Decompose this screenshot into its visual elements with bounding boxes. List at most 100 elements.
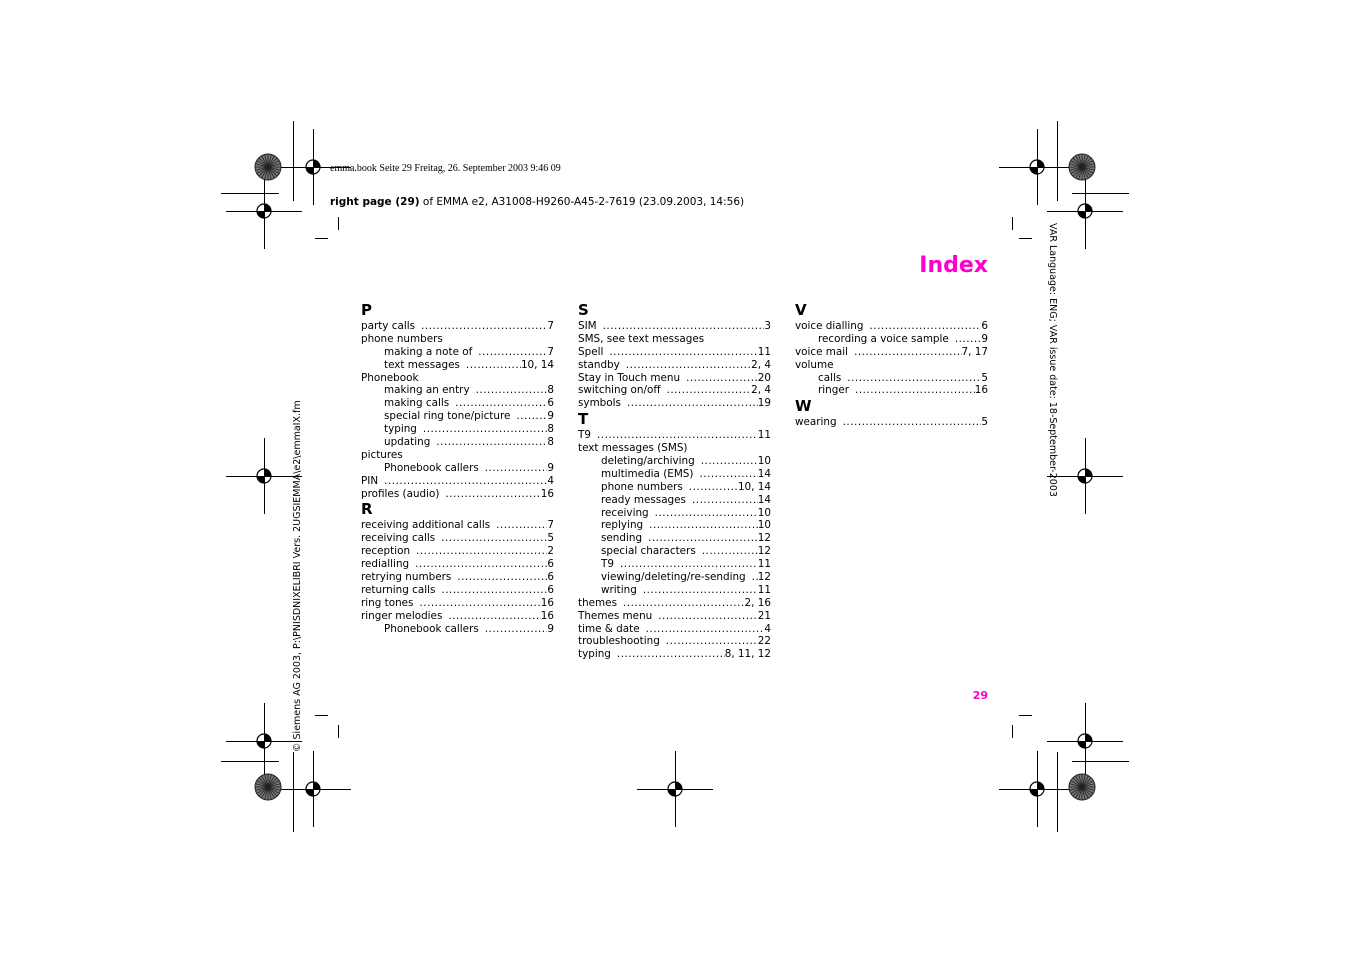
index-entry: deleting/archiving......................… <box>578 455 771 468</box>
crop-mark <box>1057 752 1058 832</box>
index-term: PIN <box>361 474 379 487</box>
index-pages: 6 <box>981 320 988 332</box>
dot-leader: ........................................… <box>475 384 548 397</box>
index-term: T9 <box>578 429 591 442</box>
index-term: reception <box>361 545 411 558</box>
dot-leader: ........................................… <box>415 558 548 571</box>
crop-mark <box>315 715 328 716</box>
dot-leader: ........................................… <box>448 609 541 622</box>
index-entry: multimedia (EMS)........................… <box>578 468 771 481</box>
index-entry: reception...............................… <box>361 545 554 558</box>
index-entry: text messages...........................… <box>361 359 554 372</box>
index-term: SMS, see text messages <box>578 332 705 345</box>
index-pages: 8 <box>547 384 554 397</box>
index-term: returning calls <box>361 583 436 596</box>
index-entry: making calls............................… <box>361 397 554 410</box>
index-term: party calls <box>361 320 416 332</box>
dot-leader: ........................................… <box>419 596 541 609</box>
color-target-icon <box>254 153 282 181</box>
index-term: deleting/archiving <box>601 455 695 468</box>
dot-leader: ........................................… <box>847 371 981 384</box>
index-term: making a note of <box>384 345 473 358</box>
index-term: special ring tone/picture <box>384 410 511 423</box>
crop-mark <box>1019 238 1032 239</box>
dot-leader: ........................................… <box>457 571 548 584</box>
dot-leader: ........................................… <box>496 519 547 532</box>
index-entry: Phonebook callers.......................… <box>361 623 554 636</box>
index-term: switching on/off <box>578 384 661 397</box>
crop-mark <box>315 238 328 239</box>
index-pages: 11 <box>757 558 771 571</box>
index-pages: 10, 14 <box>520 358 554 371</box>
index-entry: symbols.................................… <box>578 397 771 410</box>
index-entry: returning calls.........................… <box>361 584 554 597</box>
index-entry: making an entry.........................… <box>361 384 554 397</box>
index-pages: 6 <box>547 571 554 584</box>
color-target-icon <box>1068 773 1096 801</box>
registration-line <box>1085 703 1086 779</box>
index-pages: 6 <box>547 558 554 571</box>
dot-leader: ........................................… <box>654 506 758 519</box>
dot-leader: ........................................… <box>441 532 548 545</box>
crop-mark <box>221 193 279 194</box>
index-entry: Themes menu.............................… <box>578 610 771 623</box>
crop-mark <box>1057 121 1058 201</box>
index-pages: 21 <box>757 609 771 622</box>
index-term: Themes menu <box>578 609 653 622</box>
index-pages: 9 <box>547 410 554 423</box>
index-term: replying <box>601 519 644 532</box>
index-entry: making a note of........................… <box>361 346 554 359</box>
index-term: symbols <box>578 397 621 410</box>
dot-leader: ........................................… <box>699 467 757 480</box>
dot-leader: ........................................… <box>854 345 961 358</box>
dot-leader: ........................................… <box>688 480 738 493</box>
index-term: ringer <box>818 384 850 397</box>
index-term: receiving calls <box>361 532 436 545</box>
index-pages: 16 <box>540 487 554 500</box>
file-info-line: emma.book Seite 29 Freitag, 26. Septembe… <box>330 163 561 174</box>
dot-leader: ........................................… <box>666 384 752 397</box>
dot-leader: ........................................… <box>455 397 548 410</box>
page-title: Index <box>919 253 988 278</box>
index-entry: volume <box>795 359 988 372</box>
index-pages: 11 <box>757 345 771 358</box>
dot-leader: ........................................… <box>751 571 758 584</box>
dot-leader: ........................................… <box>619 558 758 571</box>
dot-leader: ........................................… <box>686 371 758 384</box>
index-term: typing <box>384 423 417 436</box>
index-entry: receiving...............................… <box>578 507 771 520</box>
section-letter: R <box>361 500 373 519</box>
index-term: voice mail <box>795 345 849 358</box>
section-letter: S <box>578 301 589 319</box>
index-term: ringer melodies <box>361 609 443 622</box>
index-pages: 7 <box>547 320 554 332</box>
dot-leader: ........................................… <box>626 397 758 410</box>
color-target-icon <box>254 773 282 801</box>
index-pages: 5 <box>981 416 988 429</box>
index-term: time & date <box>578 622 640 635</box>
index-entry: wearing.................................… <box>795 416 988 429</box>
index-term: Phonebook <box>361 371 419 384</box>
index-pages: 7 <box>547 345 554 358</box>
index-pages: 11 <box>757 583 771 596</box>
crop-mark <box>1072 761 1129 762</box>
index-term: wearing <box>795 416 837 429</box>
index-term: voice dialling <box>795 320 864 332</box>
dot-leader: ........................................… <box>648 532 758 545</box>
dot-leader: ........................................… <box>465 358 521 371</box>
dot-leader: ........................................… <box>478 345 547 358</box>
index-pages: 6 <box>547 583 554 596</box>
index-term: SIM <box>578 320 597 332</box>
index-entry: special characters......................… <box>578 545 771 558</box>
index-entry: Phonebook callers.......................… <box>361 462 554 475</box>
index-term: special characters <box>601 545 696 558</box>
dot-leader: ........................................… <box>700 455 758 468</box>
section-letter: T <box>578 410 589 429</box>
crop-mark <box>293 121 294 201</box>
dot-leader: ........................................… <box>658 609 758 622</box>
dot-leader: ........................................… <box>645 622 765 635</box>
crop-mark <box>293 752 294 832</box>
index-entry: phone numbers...........................… <box>578 481 771 494</box>
index-term: making calls <box>384 397 450 410</box>
index-entry: T9......................................… <box>578 429 771 442</box>
